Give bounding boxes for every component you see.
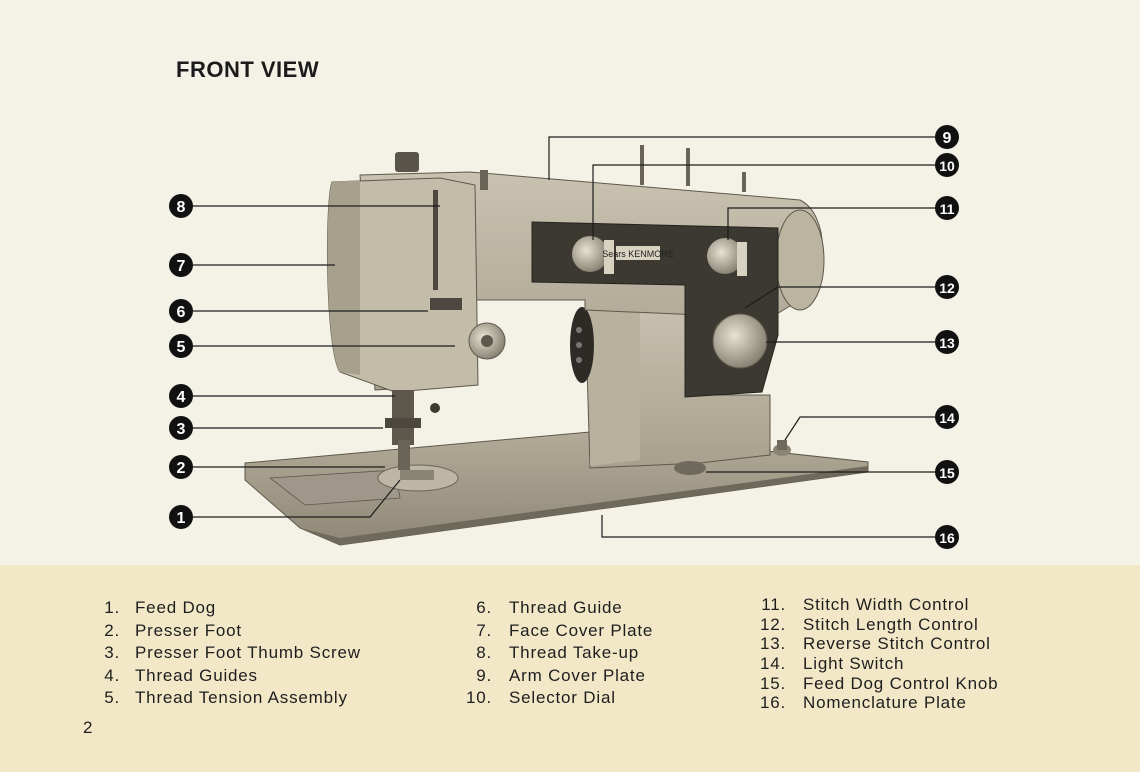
callout-10: 10 (935, 153, 959, 177)
page-number: 2 (83, 718, 93, 737)
svg-text:4: 4 (177, 389, 186, 406)
legend-item: 6. Thread Guide (466, 598, 622, 621)
svg-text:10: 10 (939, 158, 955, 174)
legend-number: 14. (759, 654, 786, 674)
callout-13: 13 (935, 330, 959, 354)
legend-item: 13. Reverse Stitch Control (758, 634, 990, 654)
legend-number: 3. (104, 643, 120, 662)
svg-text:15: 15 (939, 465, 955, 481)
legend-label: Feed Dog Control Knob (803, 673, 999, 693)
callout-3: 3 (169, 416, 193, 440)
svg-text:9: 9 (943, 130, 952, 147)
legend-label: Presser Foot (135, 620, 242, 640)
legend-number: 7. (476, 620, 492, 640)
legend-number: 8. (476, 643, 492, 662)
svg-text:3: 3 (177, 421, 186, 438)
legend-number: 13. (759, 634, 786, 654)
legend-number: 11. (761, 595, 786, 614)
callout-11: 11 (935, 196, 959, 220)
legend-label: Thread Guides (135, 665, 258, 685)
legend-item: 16. Nomenclature Plate (758, 693, 966, 713)
svg-text:11: 11 (940, 201, 955, 217)
legend-number: 2. (104, 620, 120, 640)
legend-area (0, 565, 1140, 772)
legend-label: Thread Guide (509, 598, 623, 617)
legend-label: Thread Take-up (509, 643, 639, 662)
svg-text:12: 12 (939, 280, 955, 296)
legend-label: Nomenclature Plate (803, 693, 967, 713)
legend-item: 4. Thread Guides (100, 665, 257, 689)
machine-head (326, 177, 479, 470)
svg-text:8: 8 (177, 199, 186, 216)
legend-item: 11. Stitch Width Control (758, 595, 968, 615)
legend-column-2: 6. Thread Guide 7. Face Cover Plate 8. Thre… (466, 598, 652, 711)
legend-number: 12. (759, 614, 786, 634)
svg-text:2: 2 (177, 460, 186, 477)
feed-dog-control-knob (674, 461, 706, 475)
legend-item: 14. Light Switch (758, 654, 904, 674)
legend-item: 3. Presser Foot Thumb Screw (100, 643, 360, 666)
callout-6: 6 (169, 299, 193, 323)
legend-item: 10. Selector Dial (466, 688, 615, 711)
legend-number: 10. (466, 688, 493, 707)
legend-label: Stitch Length Control (803, 614, 979, 634)
page-title: FRONT VIEW (176, 57, 320, 82)
svg-text:13: 13 (939, 335, 955, 351)
legend-number: 5. (104, 688, 120, 707)
legend-label: Presser Foot Thumb Screw (135, 643, 361, 662)
legend-number: 6. (476, 598, 492, 617)
callout-1: 1 (169, 505, 193, 529)
svg-text:1: 1 (177, 510, 186, 527)
callout-15: 15 (935, 460, 959, 484)
legend-item: 15. Feed Dog Control Knob (758, 673, 998, 694)
legend-label: Light Switch (803, 654, 905, 674)
legend-item: 7. Face Cover Plate (466, 620, 652, 644)
legend-item: 2. Presser Foot (100, 620, 241, 644)
callout-4: 4 (169, 384, 193, 408)
callout-8: 8 (169, 194, 193, 218)
callout-5: 5 (169, 334, 193, 358)
brand-plate-text: Sears KENMORE (602, 249, 674, 259)
legend-number: 9. (476, 665, 492, 685)
legend-item: 1. Feed Dog (100, 598, 215, 621)
legend-item: 5. Thread Tension Assembly (100, 688, 347, 711)
legend-item: 8. Thread Take-up (466, 643, 638, 666)
callout-16: 16 (935, 525, 959, 549)
thread-tension-assembly (468, 322, 506, 360)
callout-9: 9 (935, 125, 959, 149)
light-switch (773, 440, 791, 456)
legend-label: Stitch Width Control (803, 595, 970, 614)
callout-2: 2 (169, 455, 193, 479)
legend-item: 12. Stitch Length Control (758, 614, 978, 635)
svg-text:14: 14 (939, 410, 955, 426)
callout-14: 14 (935, 405, 959, 429)
legend-label: Arm Cover Plate (509, 665, 646, 685)
svg-text:7: 7 (177, 258, 186, 275)
legend-number: 1. (104, 598, 120, 617)
svg-text:5: 5 (177, 339, 186, 356)
svg-text:6: 6 (177, 304, 186, 321)
legend-number: 4. (104, 665, 120, 685)
legend-number: 16. (759, 693, 786, 713)
legend-label: Reverse Stitch Control (803, 634, 991, 654)
legend-item: 9. Arm Cover Plate (466, 665, 645, 689)
callout-7: 7 (169, 253, 193, 277)
control-panel: Sears KENMORE (531, 221, 779, 398)
legend-label: Thread Tension Assembly (135, 688, 348, 707)
machine-pillar (570, 299, 771, 469)
legend-number: 15. (759, 673, 786, 693)
svg-text:16: 16 (939, 530, 955, 546)
callout-markers: 1 2 3 4 5 6 7 8 9 10 11 12 13 14 15 16 (169, 125, 959, 549)
leader-lines (193, 136, 935, 538)
legend-column-3: 11. Stitch Width Control 12. Stitch Length… (758, 595, 998, 713)
legend-label: Face Cover Plate (509, 620, 654, 640)
legend-column-1: 1. Feed Dog 2. Presser Foot 3. Presser Foot… (100, 598, 360, 711)
callout-12: 12 (935, 275, 959, 299)
sewing-machine-diagram: Sears KENMORE 1 2 3 4 5 6 (169, 125, 959, 549)
legend-label: Feed Dog (135, 598, 217, 617)
legend-label: Selector Dial (509, 688, 616, 707)
